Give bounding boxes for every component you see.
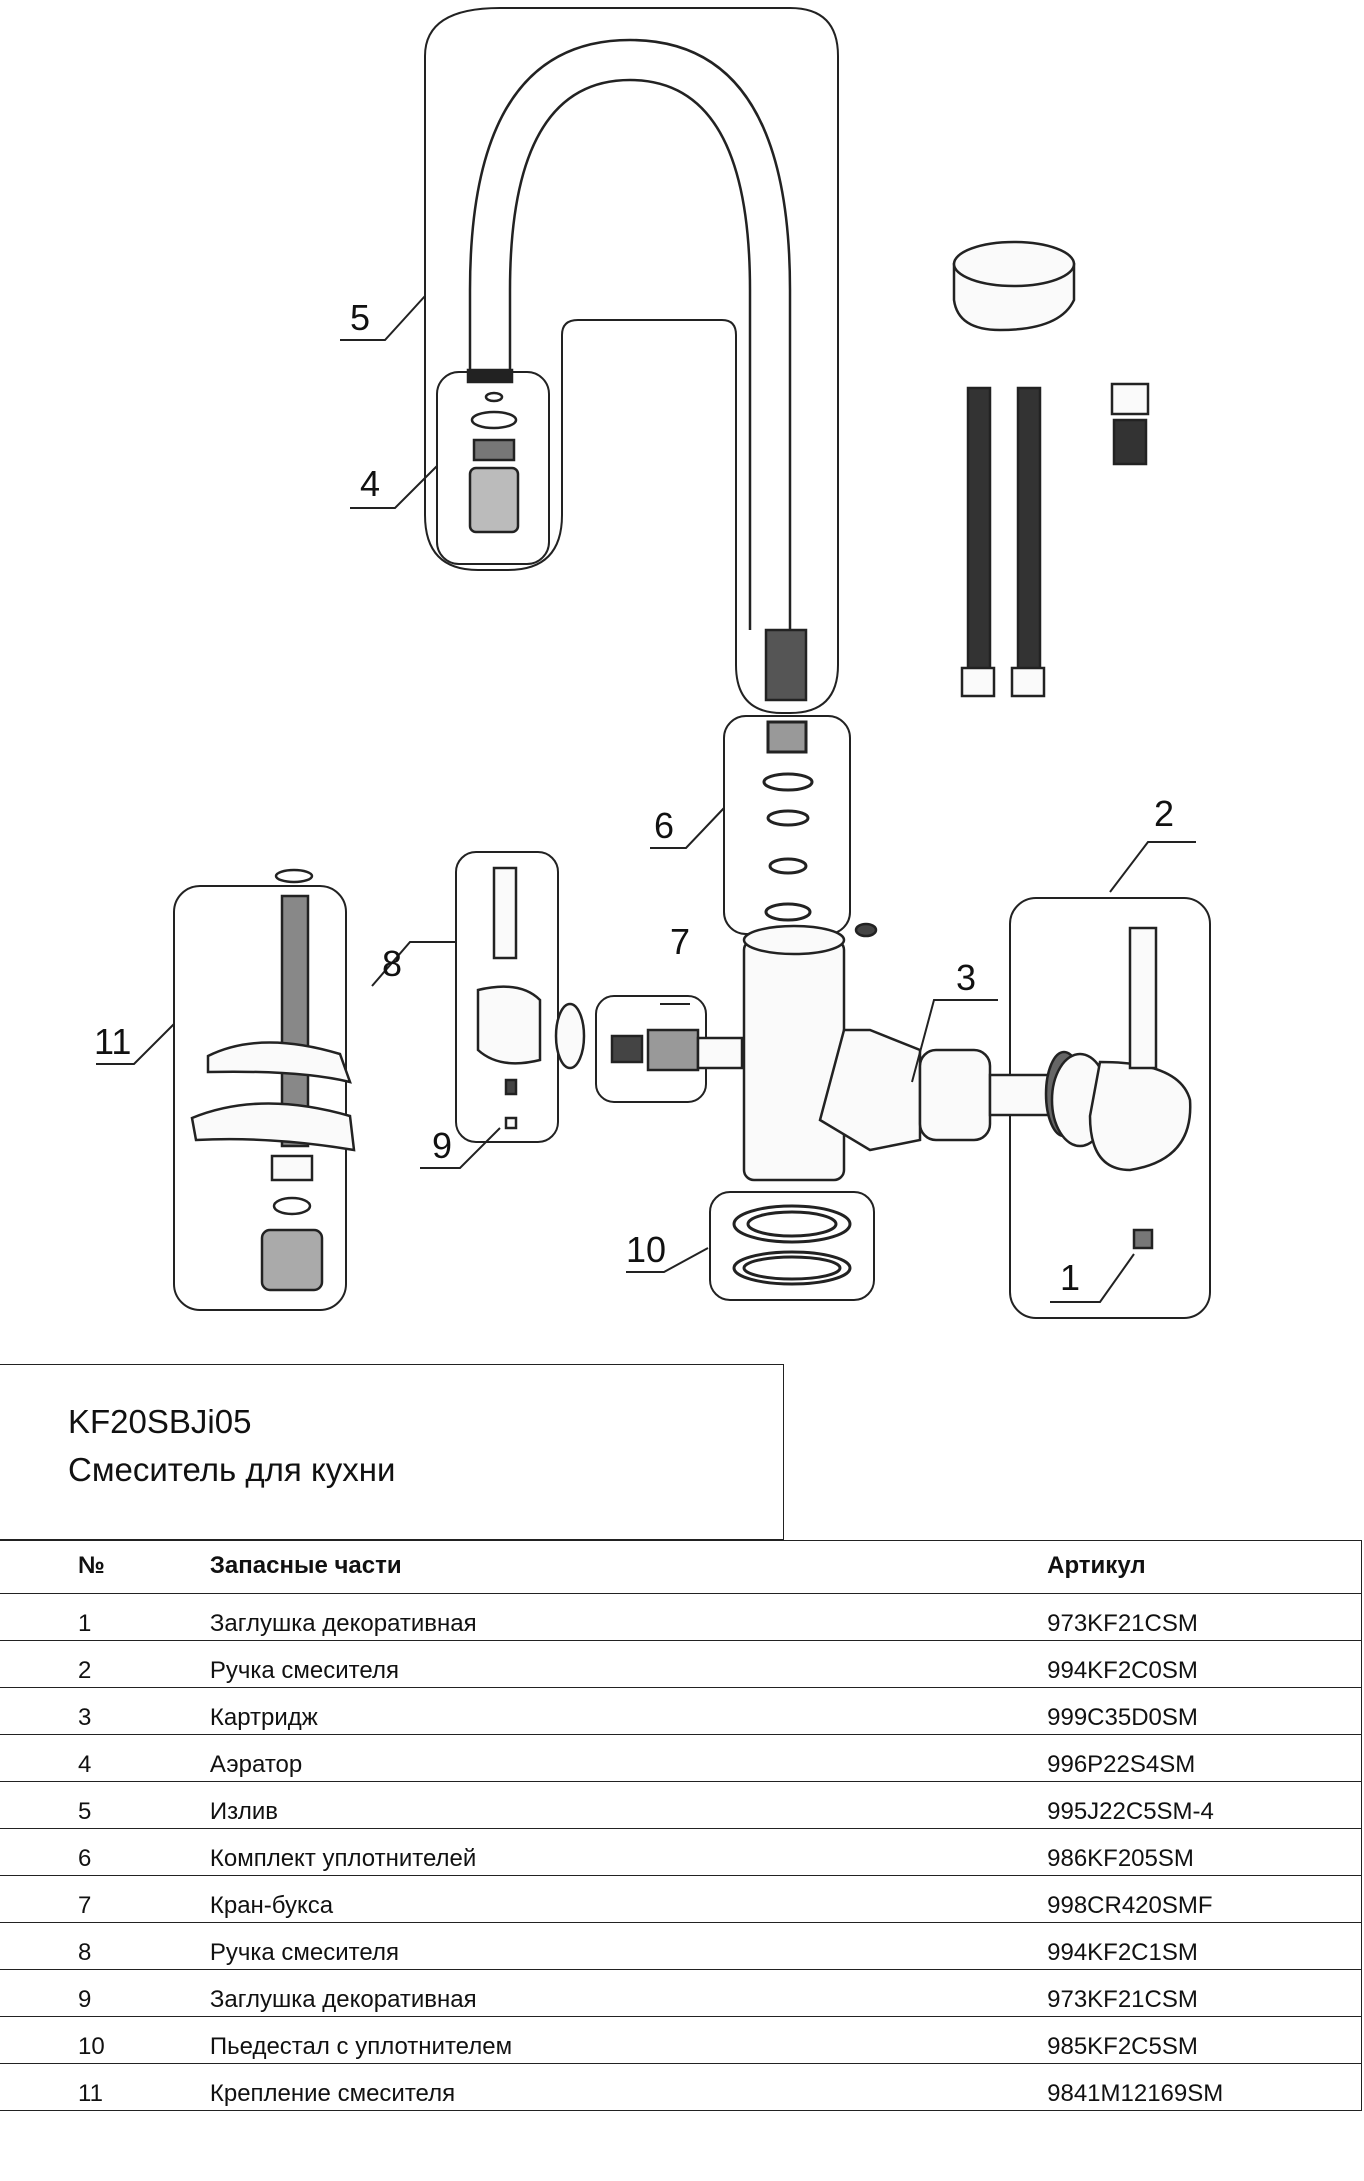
callout-4: 4 [360,463,380,504]
cartridge-and-handle [918,926,1192,1250]
valve-cartridge [610,1028,744,1072]
row-article: 996P22S4SM [1047,1734,1363,1782]
row-number: 8 [0,1922,210,1970]
row-article: 995J22C5SM-4 [1047,1781,1363,1829]
row-number: 10 [0,2016,210,2064]
row-article: 999C35D0SM [1047,1687,1363,1735]
row-part-name: Аэратор [209,1734,1048,1782]
column-header-article: Артикул [1047,1540,1363,1594]
row-part-name: Излив [209,1781,1048,1829]
exploded-parts-diagram: 5 4 6 2 3 7 8 9 10 1 11 [94,7,1211,1319]
model-code: KF20SBJi05 [68,1403,252,1440]
callout-8: 8 [382,943,402,984]
row-part-name: Ручка смесителя [209,1922,1048,1970]
row-number: 3 [0,1687,210,1735]
row-number: 6 [0,1828,210,1876]
small-handle [476,866,586,1130]
callout-6: 6 [654,805,674,846]
title-block: KF20SBJi05 Смеситель для кухни [0,1364,784,1540]
spout [466,38,808,702]
row-article: 994KF2C1SM [1047,1922,1363,1970]
row-article: 985KF2C5SM [1047,2016,1363,2064]
callout-11: 11 [94,1021,131,1062]
callout-7: 7 [670,921,690,962]
mounting-kit [190,868,356,1292]
handle2-group-outline [455,851,559,1143]
pedestal-rings [732,1204,852,1286]
seals [762,720,814,922]
callout-9: 9 [432,1125,452,1166]
callout-10: 10 [626,1229,666,1270]
callout-5: 5 [350,297,370,338]
pedestal-group-outline [709,1191,875,1301]
row-article: 973KF21CSM [1047,1593,1363,1641]
row-article: 994KF2C0SM [1047,1640,1363,1688]
row-part-name: Комплект уплотнителей [209,1828,1048,1876]
faucet-body [742,922,922,1182]
spout-group-outline [424,7,839,714]
aerator [468,391,520,534]
column-header-number: № [0,1540,210,1594]
row-part-name: Заглушка декоративная [209,1593,1048,1641]
column-header-part: Запасные части [209,1540,1048,1594]
row-number: 9 [0,1969,210,2017]
row-part-name: Кран-букса [209,1875,1048,1923]
row-article: 986KF205SM [1047,1828,1363,1876]
row-number: 5 [0,1781,210,1829]
row-part-name: Крепление смесителя [209,2063,1048,2111]
table-header-row: № Запасные части Артикул [0,1540,1363,1594]
row-number: 4 [0,1734,210,1782]
callout-3: 3 [956,957,976,998]
row-article: 9841M12169SM [1047,2063,1363,2111]
row-part-name: Пьедестал с уплотнителем [209,2016,1048,2064]
mounting-group-outline [173,885,347,1311]
supply-hoses [952,240,1150,698]
product-title: Смеситель для кухни [68,1451,396,1488]
row-part-name: Картридж [209,1687,1048,1735]
row-article: 973KF21CSM [1047,1969,1363,2017]
row-article: 998CR420SMF [1047,1875,1363,1923]
row-number: 2 [0,1640,210,1688]
row-number: 7 [0,1875,210,1923]
callout-1: 1 [1060,1257,1080,1298]
callout-2: 2 [1154,793,1174,834]
row-number: 11 [0,2063,210,2111]
row-part-name: Заглушка декоративная [209,1969,1048,2017]
row-part-name: Ручка смесителя [209,1640,1048,1688]
row-number: 1 [0,1593,210,1641]
